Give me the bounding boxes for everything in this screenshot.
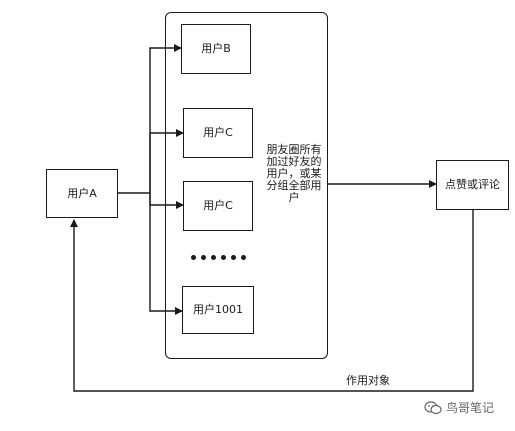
user-a-label: 用户A xyxy=(67,186,97,200)
connector-a-to-1001 xyxy=(149,193,183,315)
user-1001-label: 用户1001 xyxy=(193,303,243,316)
ellipsis-dots xyxy=(191,255,246,260)
user-b-node: 用户B xyxy=(181,24,251,74)
user-c1-node: 用户C xyxy=(183,108,253,158)
ellipsis-dot xyxy=(201,255,206,260)
ellipsis-dot xyxy=(221,255,226,260)
connector-a-to-c1 xyxy=(149,129,184,193)
user-b-label: 用户B xyxy=(201,42,231,55)
user-c1-label: 用户C xyxy=(203,126,233,139)
user-1001-node: 用户1001 xyxy=(182,286,254,334)
user-a-node: 用户A xyxy=(46,169,118,218)
action-target-label: 作用对象 xyxy=(346,374,390,387)
ellipsis-dot xyxy=(231,255,236,260)
watermark: 鸟哥笔记 xyxy=(424,399,494,416)
connector-feedback-loop xyxy=(70,210,474,392)
user-c2-label: 用户C xyxy=(203,199,233,212)
ellipsis-dot xyxy=(241,255,246,260)
group-description: 朋友圈所有加过好友的用户，或某分组全部用户 xyxy=(266,143,322,204)
wechat-icon xyxy=(424,400,442,414)
ellipsis-dot xyxy=(191,255,196,260)
like-comment-node: 点赞或评论 xyxy=(436,160,509,210)
like-comment-label: 点赞或评论 xyxy=(445,178,500,191)
user-c2-node: 用户C xyxy=(183,181,253,231)
watermark-text: 鸟哥笔记 xyxy=(446,401,495,415)
ellipsis-dot xyxy=(211,255,216,260)
friends-group-container xyxy=(165,12,328,359)
